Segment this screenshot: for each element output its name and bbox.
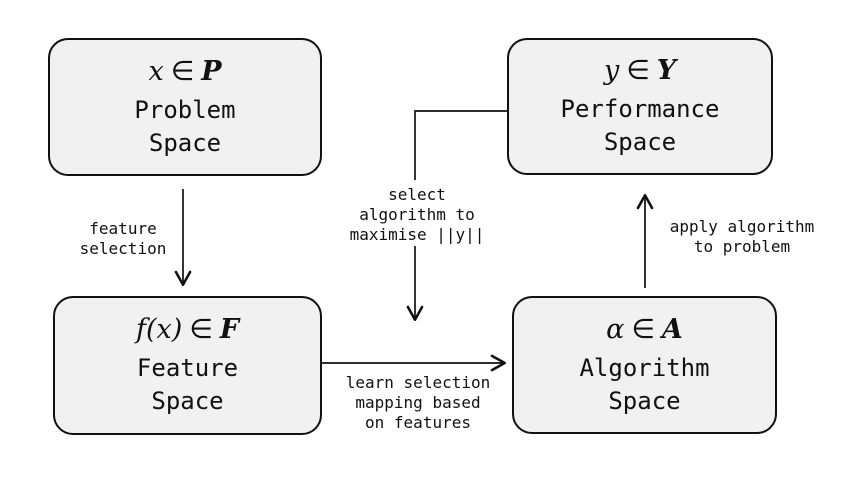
box-algorithm-space: α∈A Algorithm Space bbox=[512, 296, 777, 434]
box-performance-space: y∈Y Performance Space bbox=[507, 38, 773, 175]
algorithm-space-label: Algorithm Space bbox=[579, 353, 710, 415]
feature-space-label: Feature Space bbox=[136, 354, 239, 415]
box-feature-space: f(x)∈F Feature Space bbox=[53, 296, 322, 435]
algorithm-space-formula: α∈A bbox=[606, 313, 683, 347]
formula-variable: x bbox=[148, 55, 164, 87]
edge-label-apply-algorithm: apply algorithm to problem bbox=[669, 217, 815, 256]
element-of-symbol: ∈ bbox=[626, 55, 650, 86]
problem-space-formula: x∈P bbox=[148, 55, 221, 89]
edge-label-select-algorithm: select algorithm to maximise ||y|| bbox=[349, 185, 485, 244]
problem-space-label: Problem Space bbox=[134, 95, 236, 157]
feature-space-formula: f(x)∈F bbox=[136, 313, 239, 347]
element-of-symbol: ∈ bbox=[631, 313, 655, 345]
formula-set: Y bbox=[656, 55, 677, 86]
arrow-performance-elbow-segment bbox=[414, 110, 507, 180]
formula-set: F bbox=[219, 314, 239, 345]
performance-space-formula: y∈Y bbox=[604, 54, 676, 88]
performance-space-label: Performance Space bbox=[560, 95, 720, 156]
edge-label-learn-mapping: learn selection mapping based on feature… bbox=[345, 373, 491, 432]
formula-set: A bbox=[661, 313, 683, 345]
element-of-symbol: ∈ bbox=[189, 314, 213, 345]
element-of-symbol: ∈ bbox=[170, 55, 195, 87]
formula-variable: y bbox=[603, 55, 620, 86]
formula-set: P bbox=[201, 55, 222, 87]
formula-variable: f(x) bbox=[136, 314, 183, 345]
formula-variable: α bbox=[606, 313, 625, 345]
box-problem-space: x∈P Problem Space bbox=[48, 38, 322, 176]
edge-label-feature-selection: feature selection bbox=[79, 219, 167, 258]
